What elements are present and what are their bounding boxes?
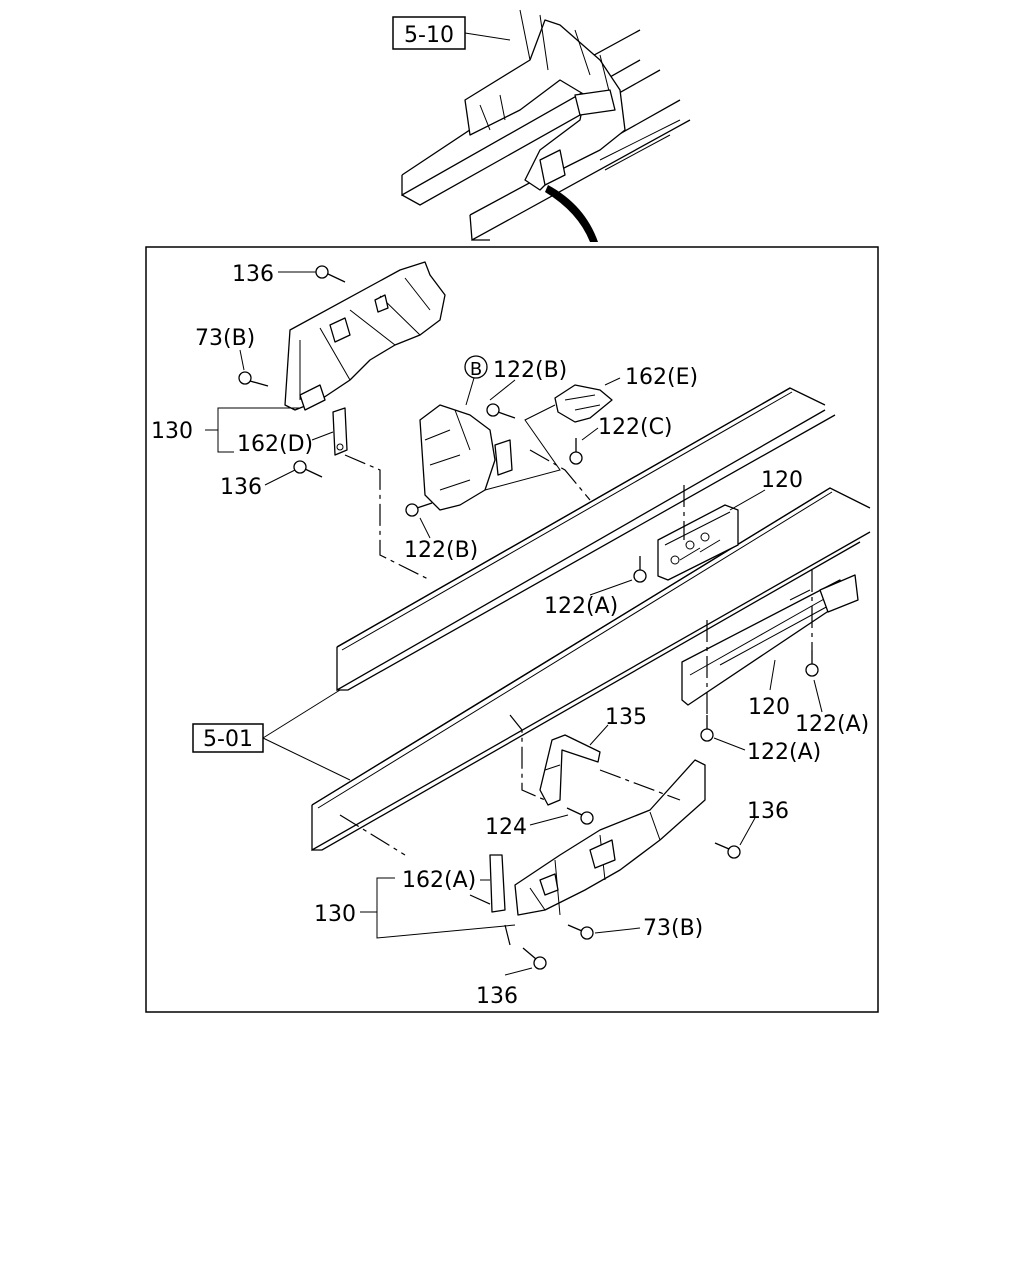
bracket-162e [554,384,613,423]
leader-lines [205,271,823,976]
callout-122a-mid: 122(A) [747,740,821,765]
callout-136-right: 136 [747,799,789,824]
detail-frame [145,246,879,1013]
callout-122b-top: 122(B) [493,358,567,383]
bracket-135 [539,734,601,806]
ref-label-5-10: 5-10 [404,23,454,48]
bolt-136-mid [293,460,323,478]
bolt-124 [566,807,594,825]
callout-136-mid: 136 [220,475,262,500]
lower-frame-rail [311,487,871,852]
center-bracket-b [419,404,513,511]
callout-labels: 136 73(B) 130 162(D) 136 122(B) 162(E) 1… [151,262,869,1009]
callout-122a-right: 122(A) [795,712,869,737]
bolt-136-top [315,265,346,283]
callout-130-top: 130 [151,419,193,444]
bolt-122c [569,438,583,465]
callout-73b-top: 73(B) [195,326,255,351]
bolt-122a-mid [700,715,714,742]
bolt-122b-top [486,403,516,419]
bolt-122a-left [633,556,647,583]
callout-124: 124 [485,815,527,840]
bolt-122b-bottom [405,502,433,517]
bolt-73b-top [238,371,269,387]
callout-120-bottom: 120 [748,695,790,720]
bolt-73b-bottom [567,924,594,940]
callout-73b-bottom: 73(B) [643,916,703,941]
bracket-130-lower [514,759,706,916]
bracket-130-upper [284,261,446,411]
bolt-122a-right [805,650,819,677]
ref-box-5-10: 5-10 [392,16,511,50]
circle-ref-b-label: B [470,359,482,380]
bracket-120-lower [681,574,859,706]
bolt-136-right [714,842,741,859]
strap-162a-lower [489,854,506,913]
ref-box-5-01: 5-01 [192,723,264,753]
ref-label-5-01: 5-01 [203,727,253,752]
callout-162a: 162(A) [402,868,476,893]
callout-122c: 122(C) [598,415,673,440]
alignment-lines [339,449,813,946]
bolt-136-bottom [522,947,547,970]
strap-162d-upper [332,407,348,456]
callout-122a-left: 122(A) [544,594,618,619]
circle-ref-b: B [464,355,488,406]
callout-162e: 162(E) [625,365,698,390]
callout-130-bottom: 130 [314,902,356,927]
callout-162d: 162(D) [237,432,313,457]
callout-122b-bottom: 122(B) [404,538,478,563]
bracket-120-upper [657,504,739,581]
overview-frame-illustration [401,9,691,242]
callout-135: 135 [605,705,647,730]
upper-frame-rail [336,387,836,692]
callout-136-bottom: 136 [476,984,518,1009]
callout-136-top: 136 [232,262,274,287]
callout-120-top: 120 [761,468,803,493]
